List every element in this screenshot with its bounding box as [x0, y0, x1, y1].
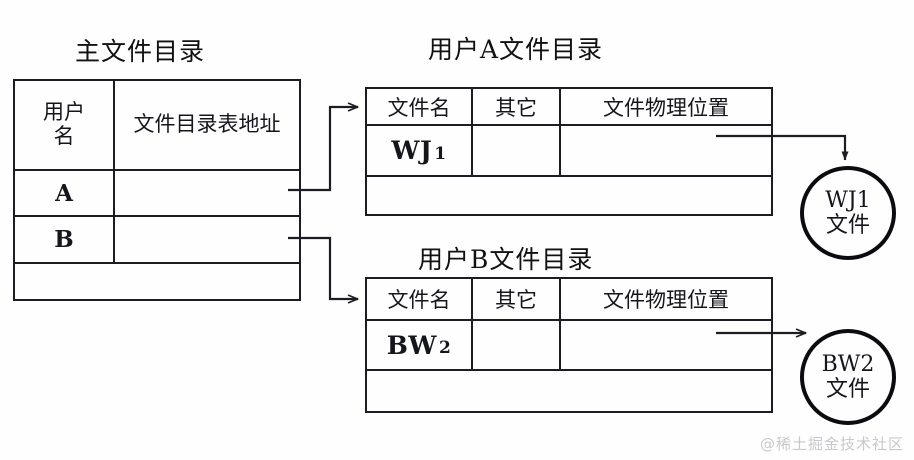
- user-b-header-location: 文件物理位置: [603, 288, 729, 312]
- watermark: @稀土掘金技术社区: [759, 435, 904, 453]
- main-directory-title: 主文件目录: [75, 37, 206, 66]
- user-b-header-other: 其它: [473, 279, 561, 319]
- main-directory-header-user: 用户名: [15, 81, 115, 169]
- table-row[interactable]: [367, 177, 771, 214]
- file-node-wj1-label: 文件: [825, 213, 870, 238]
- file-node-wj1-name: WJ1: [825, 187, 871, 213]
- user-b-filename-text: BW: [386, 330, 437, 360]
- user-b-directory-title: 用户B文件目录: [418, 245, 594, 274]
- user-a-header-filename: 文件名: [367, 89, 473, 124]
- file-node-wj1[interactable]: WJ1 文件: [800, 166, 896, 260]
- main-directory-cell-user: B: [15, 217, 115, 262]
- user-b-header-filename: 文件名: [367, 279, 473, 319]
- user-a-cell-empty: [367, 177, 771, 214]
- user-a-header-other: 其它: [473, 89, 561, 124]
- user-a-cell-other: [473, 126, 561, 175]
- file-node-bw2[interactable]: BW2 文件: [800, 329, 896, 425]
- file-node-bw2-label: 文件: [825, 377, 870, 402]
- table-row[interactable]: [367, 371, 771, 411]
- main-directory-table: 用户名 文件目录表地址 A B: [13, 79, 301, 301]
- table-row[interactable]: [15, 264, 299, 299]
- main-directory-cell-empty: [15, 264, 299, 299]
- main-directory-header-row: 用户名 文件目录表地址: [15, 81, 299, 171]
- user-a-header-row: 文件名 其它 文件物理位置: [367, 89, 771, 126]
- user-b-header-row: 文件名 其它 文件物理位置: [367, 279, 771, 321]
- user-a-filename-subscript: 1: [434, 143, 447, 164]
- user-a-filename-text: WJ: [391, 136, 433, 165]
- user-a-header-location: 文件物理位置: [603, 95, 729, 120]
- user-b-cell-location: [561, 321, 771, 369]
- user-b-filename-subscript: 2: [438, 338, 452, 358]
- file-node-bw2-name: BW2: [821, 351, 875, 377]
- table-row[interactable]: A: [15, 171, 299, 217]
- user-a-cell-location: [561, 126, 771, 175]
- main-directory-header-address: 文件目录表地址: [133, 112, 281, 137]
- user-a-directory-title: 用户A文件目录: [428, 35, 604, 64]
- table-row[interactable]: B: [15, 217, 299, 264]
- main-directory-cell-address: [115, 171, 299, 215]
- main-directory-cell-address: [115, 217, 299, 262]
- user-b-cell-empty: [367, 371, 771, 411]
- main-directory-cell-user: A: [15, 171, 115, 215]
- user-b-cell-other: [473, 321, 561, 369]
